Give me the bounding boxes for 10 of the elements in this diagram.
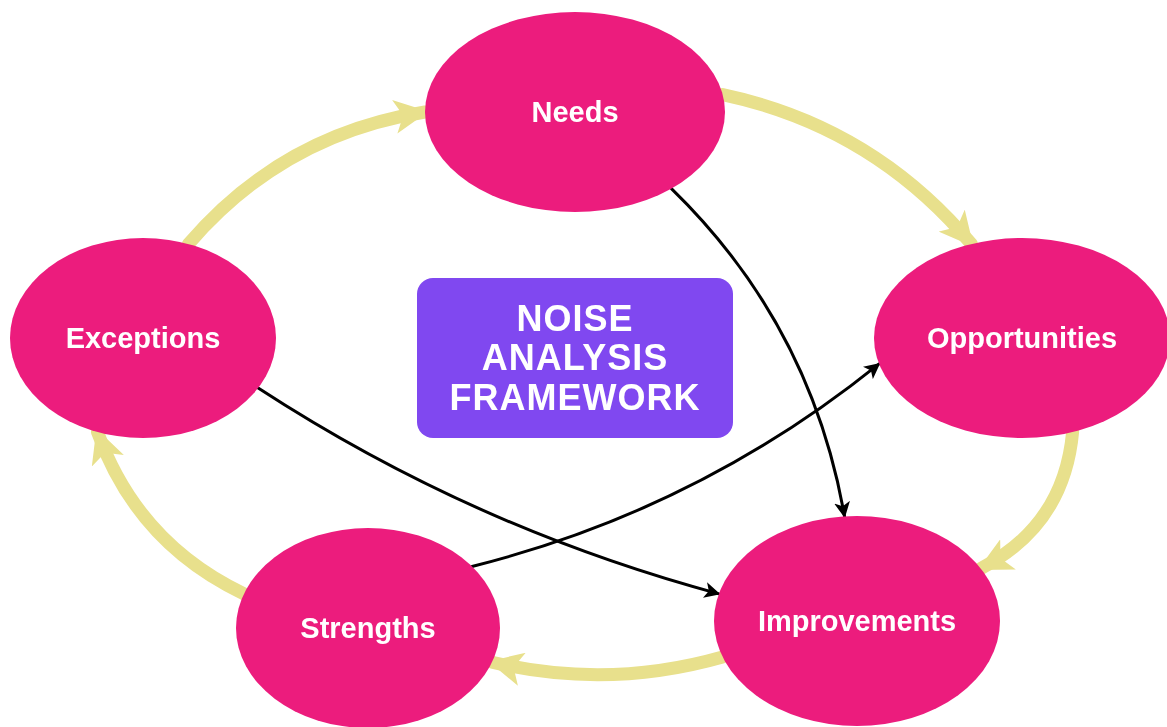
arrow (470, 362, 881, 568)
arrow (669, 187, 850, 518)
node-label: Strengths (300, 611, 436, 645)
arrow (256, 386, 721, 598)
node-label: Opportunities (926, 321, 1118, 355)
node-label: Improvements (757, 604, 957, 638)
title-box (417, 278, 733, 438)
title-text: NOISE ANALYSIS FRAMEWORK (448, 298, 702, 418)
node-label: Needs (531, 95, 619, 129)
node-label: Exceptions (65, 321, 221, 355)
